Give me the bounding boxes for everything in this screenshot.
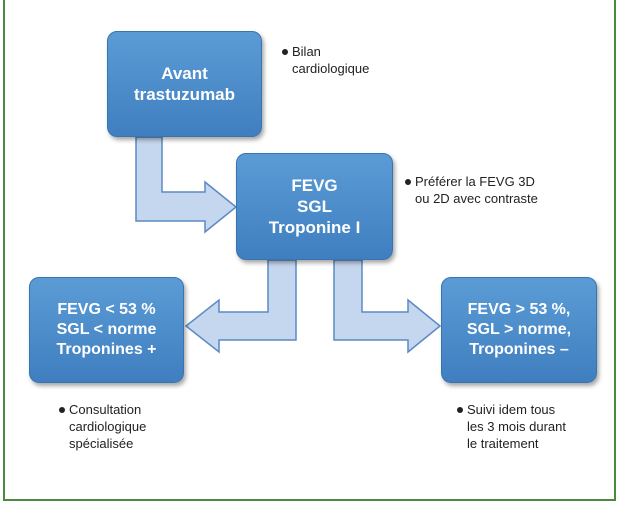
note-right-line-1: Suivi idem tous: [467, 402, 556, 417]
bullet-icon: [405, 179, 411, 185]
box-avant-line-1: Avant: [161, 63, 208, 83]
bullet-icon: [59, 407, 65, 413]
note-left-line-1: Consultation: [69, 402, 142, 417]
note-fevg-line-2: ou 2D avec contraste: [415, 191, 538, 206]
note-suivi: Suivi idem tous les 3 mois durant le tra…: [457, 401, 566, 452]
box-left-line-1: FEVG < 53 %: [57, 301, 156, 318]
box-fevg-line-3: Troponine I: [268, 218, 361, 238]
arrow-fevg-to-left: [184, 259, 297, 354]
box-fevg-sgl-troponine: FEVG SGL Troponine I: [236, 153, 393, 260]
note-left-line-3: spécialisée: [69, 436, 134, 451]
note-right-line-2: les 3 mois durant: [467, 419, 566, 434]
note-consultation: Consultation cardiologique spécialisée: [59, 401, 147, 452]
box-right-line-3: Troponines –: [469, 341, 569, 358]
box-left-line-2: SGL < norme: [56, 321, 157, 338]
box-fevg-line-1: FEVG: [291, 175, 338, 195]
box-avant-trastuzumab: Avant trastuzumab: [107, 31, 262, 137]
box-fevg-line-2: SGL: [297, 196, 332, 216]
box-left-line-3: Troponines +: [56, 341, 157, 358]
note-preferer-fevg: Préférer la FEVG 3D ou 2D avec contraste: [405, 173, 538, 207]
note-bilan-line-1: Bilan: [292, 44, 321, 59]
arrow-avant-to-fevg: [135, 136, 238, 234]
bullet-icon: [282, 49, 288, 55]
note-bilan-cardiologique: Bilan cardiologique: [282, 43, 370, 77]
note-right-line-3: le traitement: [467, 436, 539, 451]
box-fevg-above-53: FEVG > 53 %, SGL > norme, Troponines –: [441, 277, 597, 383]
box-right-line-2: SGL > norme,: [466, 321, 572, 338]
arrow-fevg-to-right: [333, 259, 442, 354]
box-avant-line-2: trastuzumab: [133, 85, 236, 104]
note-bilan-line-2: cardiologique: [292, 61, 370, 76]
note-left-line-2: cardiologique: [69, 419, 147, 434]
diagram-frame: [3, 0, 616, 501]
bullet-icon: [457, 407, 463, 413]
box-right-line-1: FEVG > 53 %,: [467, 301, 571, 318]
note-fevg-line-1: Préférer la FEVG 3D: [415, 174, 535, 189]
box-fevg-below-53: FEVG < 53 % SGL < norme Troponines +: [29, 277, 184, 383]
